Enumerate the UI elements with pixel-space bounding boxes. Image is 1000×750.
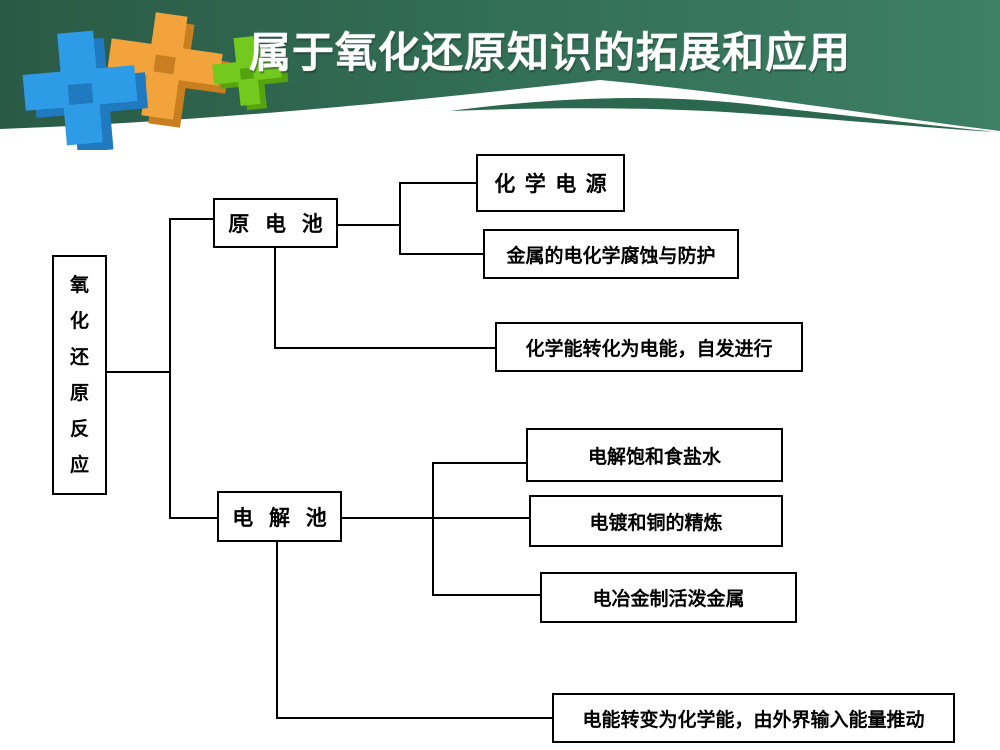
header-swoosh [450, 97, 997, 132]
node-electric-to-chemical: 电能转变为化学能，由外界输入能量推动 [552, 693, 955, 743]
node-redox-char: 还 [69, 346, 89, 368]
node-redox-char: 应 [69, 454, 89, 476]
node-redox-char: 原 [69, 382, 89, 404]
node-primary-cell: 原电池 [213, 198, 338, 248]
node-electrometallurgy: 电冶金制活泼金属 [540, 572, 797, 623]
node-chemical-power: 化学电源 [476, 154, 625, 212]
node-redox-reaction: 氧 化 还 原 反 应 [52, 255, 107, 495]
slide-title: 属于氧化还原知识的拓展和应用 [248, 31, 851, 77]
node-redox-char: 氧 [69, 274, 89, 296]
node-label: 电能转变为化学能，由外界输入能量推动 [582, 709, 925, 731]
blue-puzzle-piece [22, 30, 149, 150]
node-redox-char: 反 [69, 418, 89, 440]
node-electrolytic-cell: 电解池 [217, 491, 342, 542]
header-white-curve [0, 80, 1000, 160]
node-label: 化学电源 [494, 173, 617, 196]
node-electroplating: 电镀和铜的精炼 [529, 495, 783, 547]
node-brine-electrolysis: 电解饱和食盐水 [526, 428, 783, 482]
node-label: 电冶金制活泼金属 [592, 589, 745, 610]
node-label: 电解池 [232, 506, 343, 530]
node-label: 金属的电化学腐蚀与防护 [506, 245, 716, 267]
node-label: 电镀和铜的精炼 [589, 512, 723, 534]
green-puzzle-piece [212, 36, 289, 111]
node-corrosion-protection: 金属的电化学腐蚀与防护 [483, 229, 739, 279]
orange-puzzle-piece [107, 12, 230, 128]
node-redox-char: 化 [69, 310, 89, 332]
node-label: 原电池 [228, 213, 339, 236]
node-chemical-to-electric: 化学能转化为电能，自发进行 [495, 322, 803, 372]
node-label: 电解饱和食盐水 [587, 446, 721, 468]
puzzle-logo [22, 12, 289, 150]
node-label: 化学能转化为电能，自发进行 [525, 338, 773, 360]
